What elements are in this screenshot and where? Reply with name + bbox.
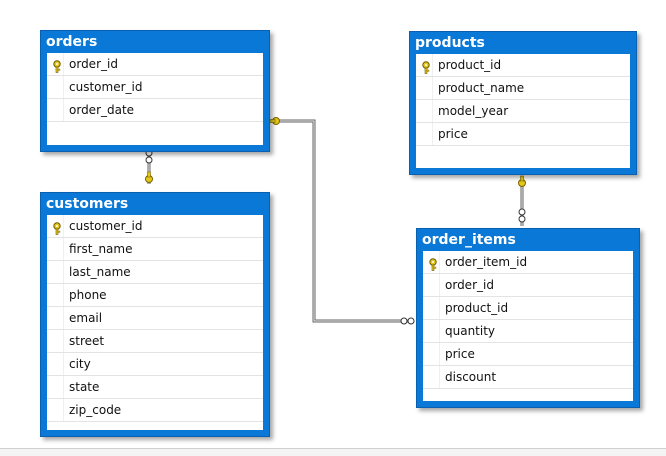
column-name: customer_id [69, 219, 143, 233]
column-name: discount [445, 370, 497, 384]
row-selector [423, 297, 440, 319]
row-selector [423, 251, 440, 273]
column-row[interactable]: first_name [47, 238, 263, 261]
column-name: city [69, 357, 91, 371]
column-name: order_date [69, 103, 135, 117]
many-end-icon [518, 208, 526, 216]
column-row[interactable]: city [47, 353, 263, 376]
table-title: order_items [422, 232, 516, 248]
row-selector [47, 330, 64, 352]
column-name: state [69, 380, 100, 394]
column-name: product_id [445, 301, 509, 315]
key-end-icon [145, 171, 153, 183]
horizontal-scrollbar[interactable] [0, 448, 666, 456]
row-selector [47, 353, 64, 375]
column-row[interactable]: phone [47, 284, 263, 307]
column-row[interactable]: state [47, 376, 263, 399]
column-list: order_id customer_id order_date [47, 53, 263, 145]
column-row[interactable]: quantity [423, 320, 633, 343]
row-selector [423, 320, 440, 342]
row-selector [416, 54, 433, 76]
many-end-icon [518, 215, 526, 223]
many-end-icon [400, 317, 408, 325]
row-selector [47, 284, 64, 306]
table-customers[interactable]: customers customer_id first_name last_name… [40, 192, 270, 437]
column-row[interactable]: order_id [423, 274, 633, 297]
row-selector [423, 343, 440, 365]
column-row[interactable]: product_name [416, 77, 630, 100]
column-name: order_item_id [445, 255, 528, 269]
column-row[interactable]: street [47, 330, 263, 353]
table-title: customers [46, 196, 129, 212]
relationship-orders-order_items[interactable] [269, 117, 415, 325]
column-row[interactable]: product_id [423, 297, 633, 320]
column-name: order_id [445, 278, 494, 292]
table-products[interactable]: products product_id product_name model_yea… [409, 31, 637, 175]
column-name: order_id [69, 57, 118, 71]
column-name: first_name [69, 242, 133, 256]
column-row[interactable]: price [416, 123, 630, 146]
row-selector [47, 238, 64, 260]
row-selector [47, 376, 64, 398]
column-name: customer_id [69, 80, 143, 94]
row-selector [47, 307, 64, 329]
many-end-icon [407, 317, 415, 325]
column-name: price [438, 127, 468, 141]
row-selector [47, 76, 64, 98]
row-selector [47, 261, 64, 283]
column-list: order_item_id order_id product_id quantity p… [423, 251, 633, 401]
column-name: price [445, 347, 475, 361]
row-selector [416, 123, 433, 145]
column-row[interactable]: model_year [416, 100, 630, 123]
column-name: product_id [438, 58, 502, 72]
row-selector [416, 77, 433, 99]
table-orders[interactable]: orders order_id customer_id order_date [40, 30, 270, 152]
column-row[interactable]: customer_id [47, 76, 263, 99]
column-name: last_name [69, 265, 131, 279]
relationship-products-order_items[interactable] [518, 175, 526, 226]
row-selector [423, 274, 440, 296]
primary-key-icon [51, 220, 63, 235]
row-selector [416, 100, 433, 122]
column-name: model_year [438, 104, 509, 118]
primary-key-icon [427, 256, 439, 271]
column-name: product_name [438, 81, 525, 95]
column-row[interactable]: zip_code [47, 399, 263, 422]
row-selector [47, 215, 64, 237]
column-name: email [69, 311, 103, 325]
column-name: phone [69, 288, 107, 302]
key-end-icon [518, 175, 526, 187]
relationship-orders-customers[interactable] [145, 149, 153, 184]
column-row[interactable]: discount [423, 366, 633, 389]
column-name: quantity [445, 324, 496, 338]
column-row[interactable]: product_id [416, 54, 630, 77]
column-row[interactable]: order_id [47, 53, 263, 76]
column-row[interactable]: last_name [47, 261, 263, 284]
column-row[interactable]: order_date [47, 99, 263, 122]
column-name: zip_code [69, 403, 122, 417]
key-end-icon [269, 117, 280, 125]
table-title: products [415, 35, 485, 51]
row-selector [423, 366, 440, 388]
primary-key-icon [420, 59, 432, 74]
column-name: street [69, 334, 105, 348]
row-selector [47, 99, 64, 121]
column-row[interactable]: email [47, 307, 263, 330]
many-end-icon [145, 156, 153, 164]
row-selector [47, 399, 64, 421]
table-title: orders [46, 34, 98, 50]
column-row[interactable]: order_item_id [423, 251, 633, 274]
primary-key-icon [51, 58, 63, 73]
column-row[interactable]: price [423, 343, 633, 366]
column-row[interactable]: customer_id [47, 215, 263, 238]
row-selector [47, 53, 64, 75]
